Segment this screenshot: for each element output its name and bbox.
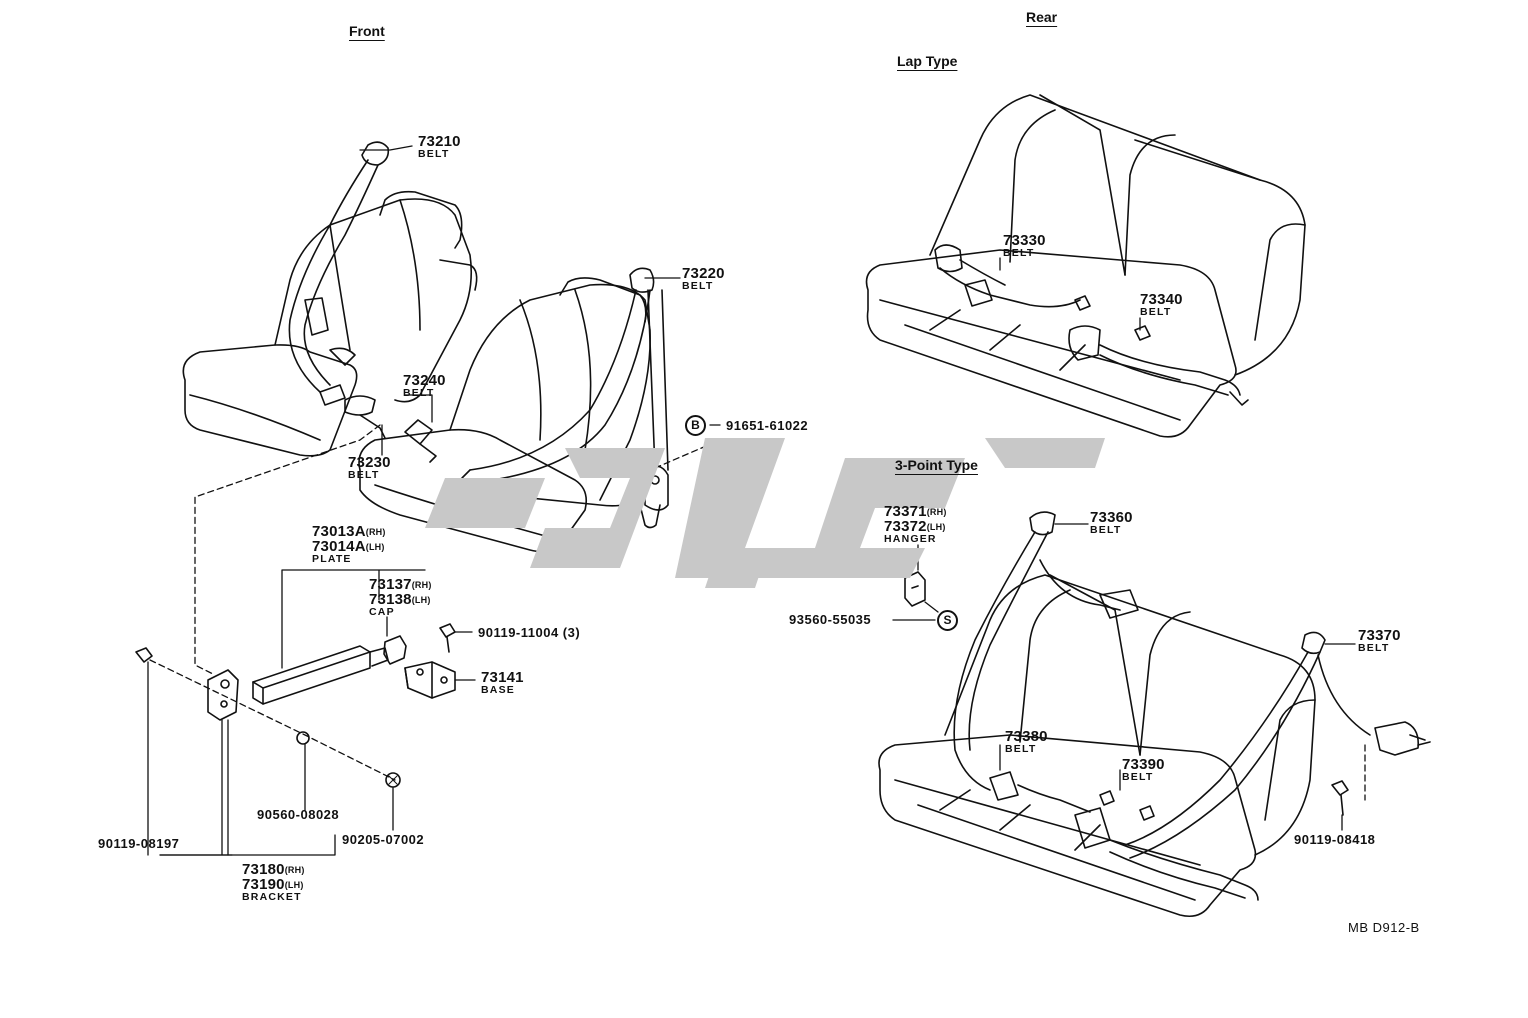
part-number: 73360	[1090, 509, 1133, 526]
front-code-leaders	[147, 145, 721, 856]
suffix-rh: (RH)	[365, 527, 386, 537]
label-73370: 73370 BELT	[1358, 628, 1401, 654]
fasteners-front-drawing	[135, 647, 401, 788]
label-90560-08028: 90560-08028	[257, 807, 340, 822]
part-number-rh: 73371	[884, 503, 927, 520]
suffix-rh: (RH)	[926, 507, 947, 517]
part-number-lh: 73138	[369, 591, 412, 608]
hanger-73371-drawing	[904, 571, 926, 607]
front-right-seat-drawing	[358, 277, 651, 553]
part-number: 73141	[481, 669, 524, 686]
label-bracket: 73180(RH) 73190(LH) BRACKET	[242, 862, 305, 903]
label-90119-11004: 90119-11004 (3)	[478, 625, 581, 640]
part-name: BELT	[682, 280, 714, 292]
marker-s-wrap: S	[937, 610, 958, 631]
part-number-rh: 73180	[242, 861, 285, 878]
suffix-lh: (LH)	[284, 880, 304, 890]
rear-3point-leaders	[999, 523, 1356, 831]
part-name: BELT	[403, 387, 435, 399]
suffix-rh: (RH)	[284, 865, 305, 875]
watermark-logo	[425, 438, 1105, 588]
bolt-90119-08418-drawing	[1331, 780, 1349, 816]
part-name: BRACKET	[242, 891, 302, 903]
part-name: BELT	[1003, 247, 1035, 259]
part-name: BELT	[1005, 743, 1037, 755]
cap-73137-drawing	[383, 635, 407, 665]
bracket-73180-drawing	[207, 669, 239, 721]
part-number-rh: 73013A	[312, 523, 366, 540]
part-number: 73220	[682, 265, 725, 282]
label-73390: 73390 BELT	[1122, 757, 1165, 783]
part-number: 73330	[1003, 232, 1046, 249]
part-name: BELT	[1358, 642, 1390, 654]
label-73330: 73330 BELT	[1003, 233, 1046, 259]
part-name: PLATE	[312, 553, 352, 565]
label-90119-08197: 90119-08197	[98, 836, 180, 851]
part-name: BELT	[1140, 306, 1172, 318]
base-73141-drawing	[404, 661, 456, 699]
front-leader-lines	[149, 424, 721, 781]
part-number-lh: 73372	[884, 518, 927, 535]
plate-73013a-drawing	[252, 645, 389, 705]
section-rear: Rear	[1026, 9, 1058, 25]
front-left-seat-drawing	[182, 190, 478, 457]
label-90119-08418: 90119-08418	[1294, 832, 1376, 847]
part-name: BELT	[348, 469, 380, 481]
part-number: 91651-61022	[726, 418, 809, 433]
rear-lap-seat-drawing	[865, 94, 1306, 438]
part-number-rh: 73137	[369, 576, 412, 593]
part-name: CAP	[369, 606, 395, 618]
label-73210: 73210 BELT	[418, 134, 461, 160]
label-73380: 73380 BELT	[1005, 729, 1048, 755]
part-name: BASE	[481, 684, 515, 696]
label-91651-61022: B 91651-61022	[685, 415, 808, 436]
label-93560-55035: 93560-55035	[789, 612, 872, 627]
rear-3point-belts-drawing	[953, 511, 1431, 901]
suffix-lh: (LH)	[926, 522, 946, 532]
label-plate: 73013A(RH) 73014A(LH) PLATE	[312, 524, 386, 565]
section-front: Front	[349, 23, 385, 39]
watermark-shapes	[425, 438, 1105, 588]
part-number: 73370	[1358, 627, 1401, 644]
section-lap-type: Lap Type	[897, 53, 958, 69]
part-number: 73390	[1122, 756, 1165, 773]
part-name: HANGER	[884, 533, 937, 545]
part-number-lh: 73190	[242, 876, 285, 893]
label-hanger: 73371(RH) 73372(LH) HANGER	[884, 504, 947, 545]
label-90205-07002: 90205-07002	[342, 832, 425, 847]
label-73360: 73360 BELT	[1090, 510, 1133, 536]
part-name: BELT	[418, 148, 450, 160]
part-number: 73210	[418, 133, 461, 150]
rear-lap-leaders	[999, 257, 1141, 331]
marker-b: B	[685, 415, 706, 436]
belt-73210-drawing	[288, 141, 390, 406]
drawing-code: MB D912-B	[1348, 920, 1420, 935]
part-number: 73340	[1140, 291, 1183, 308]
rear-3point-seat-drawing	[878, 574, 1316, 918]
part-number: 73240	[403, 372, 446, 389]
suffix-rh: (RH)	[411, 580, 432, 590]
belt-73240-73230-drawing	[344, 395, 437, 463]
marker-s: S	[937, 610, 958, 631]
label-73220: 73220 BELT	[682, 266, 725, 292]
part-name: BELT	[1090, 524, 1122, 536]
section-3point-type: 3-Point Type	[895, 457, 978, 473]
suffix-lh: (LH)	[365, 542, 385, 552]
bolt-90119-11004-drawing	[439, 623, 456, 653]
label-73240: 73240 BELT	[403, 373, 446, 399]
part-number-lh: 73014A	[312, 538, 366, 555]
label-73340: 73340 BELT	[1140, 292, 1183, 318]
part-number: 73380	[1005, 728, 1048, 745]
label-73141: 73141 BASE	[481, 670, 524, 696]
part-number: 73230	[348, 454, 391, 471]
label-73230: 73230 BELT	[348, 455, 391, 481]
label-cap: 73137(RH) 73138(LH) CAP	[369, 577, 432, 618]
part-name: BELT	[1122, 771, 1154, 783]
rear-lap-belts-drawing	[934, 244, 1249, 406]
suffix-lh: (LH)	[411, 595, 431, 605]
